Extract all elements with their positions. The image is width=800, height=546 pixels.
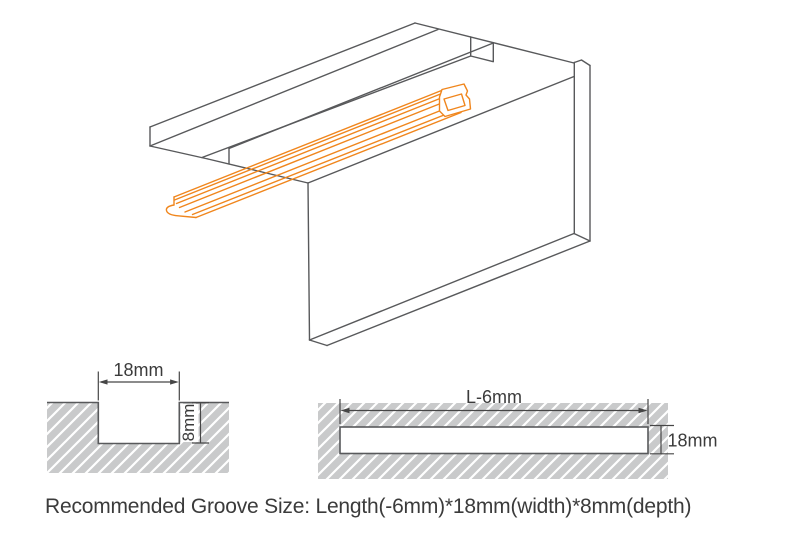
profile-edge-2	[173, 92, 444, 201]
arrowhead-left	[98, 379, 108, 385]
cross-section-dimensions	[97, 371, 209, 444]
profile-edge-1	[173, 89, 443, 198]
panel-bottom-thickness	[326, 240, 591, 347]
cross-section-groove-cavity	[98, 402, 180, 444]
panel-left-edge	[307, 182, 311, 341]
slot-length-label: L-6mm	[466, 387, 522, 407]
groove-cross-section-diagram: 18mm 8mm	[47, 360, 229, 473]
side-strip-top	[573, 59, 591, 67]
arrowhead-left	[340, 407, 350, 414]
groove-near-edge	[201, 55, 472, 159]
cross-section-arrowheads	[98, 379, 179, 385]
profile-cross-section-cavity	[443, 93, 466, 112]
groove-notch	[470, 36, 494, 63]
panel-bottom-corner	[308, 339, 328, 347]
board-bottom-long-edge	[149, 28, 439, 147]
board-back-edge	[149, 22, 416, 128]
led-profile	[165, 83, 472, 219]
side-strip-bottom	[573, 232, 591, 242]
groove-top-view-diagram: L-6mm 18mm	[318, 387, 718, 479]
arrowhead-right	[638, 407, 648, 414]
profile-edge-3	[175, 95, 446, 205]
top-view-arrowheads	[340, 407, 648, 414]
slot-width-label: 18mm	[668, 431, 718, 451]
profile-edge-6	[191, 108, 459, 216]
iso-illustration	[149, 22, 591, 347]
profile-edge-4	[178, 99, 449, 209]
groove-depth-label: 8mm	[179, 404, 198, 442]
cross-section-surface-outline	[47, 401, 229, 445]
profile-edge-7	[195, 111, 462, 219]
profile-tip-flange	[165, 204, 197, 219]
profile-edge-5	[184, 105, 453, 213]
cabinet-outline	[149, 22, 591, 347]
depth-label-backing	[180, 404, 199, 442]
board-left-end-bottom	[149, 145, 209, 160]
top-view-slot	[339, 426, 649, 455]
top-view-dimensions	[339, 399, 674, 455]
groove-far-edge	[228, 42, 494, 150]
board-right-end-edge	[414, 22, 575, 64]
recommended-groove-size-caption: Recommended Groove Size: Length(-6mm)*18…	[45, 495, 691, 518]
arrowhead-right	[170, 379, 179, 385]
panel-bottom-edge	[308, 232, 575, 341]
groove-width-label: 18mm	[113, 360, 163, 380]
panel-top-edge	[307, 75, 575, 184]
